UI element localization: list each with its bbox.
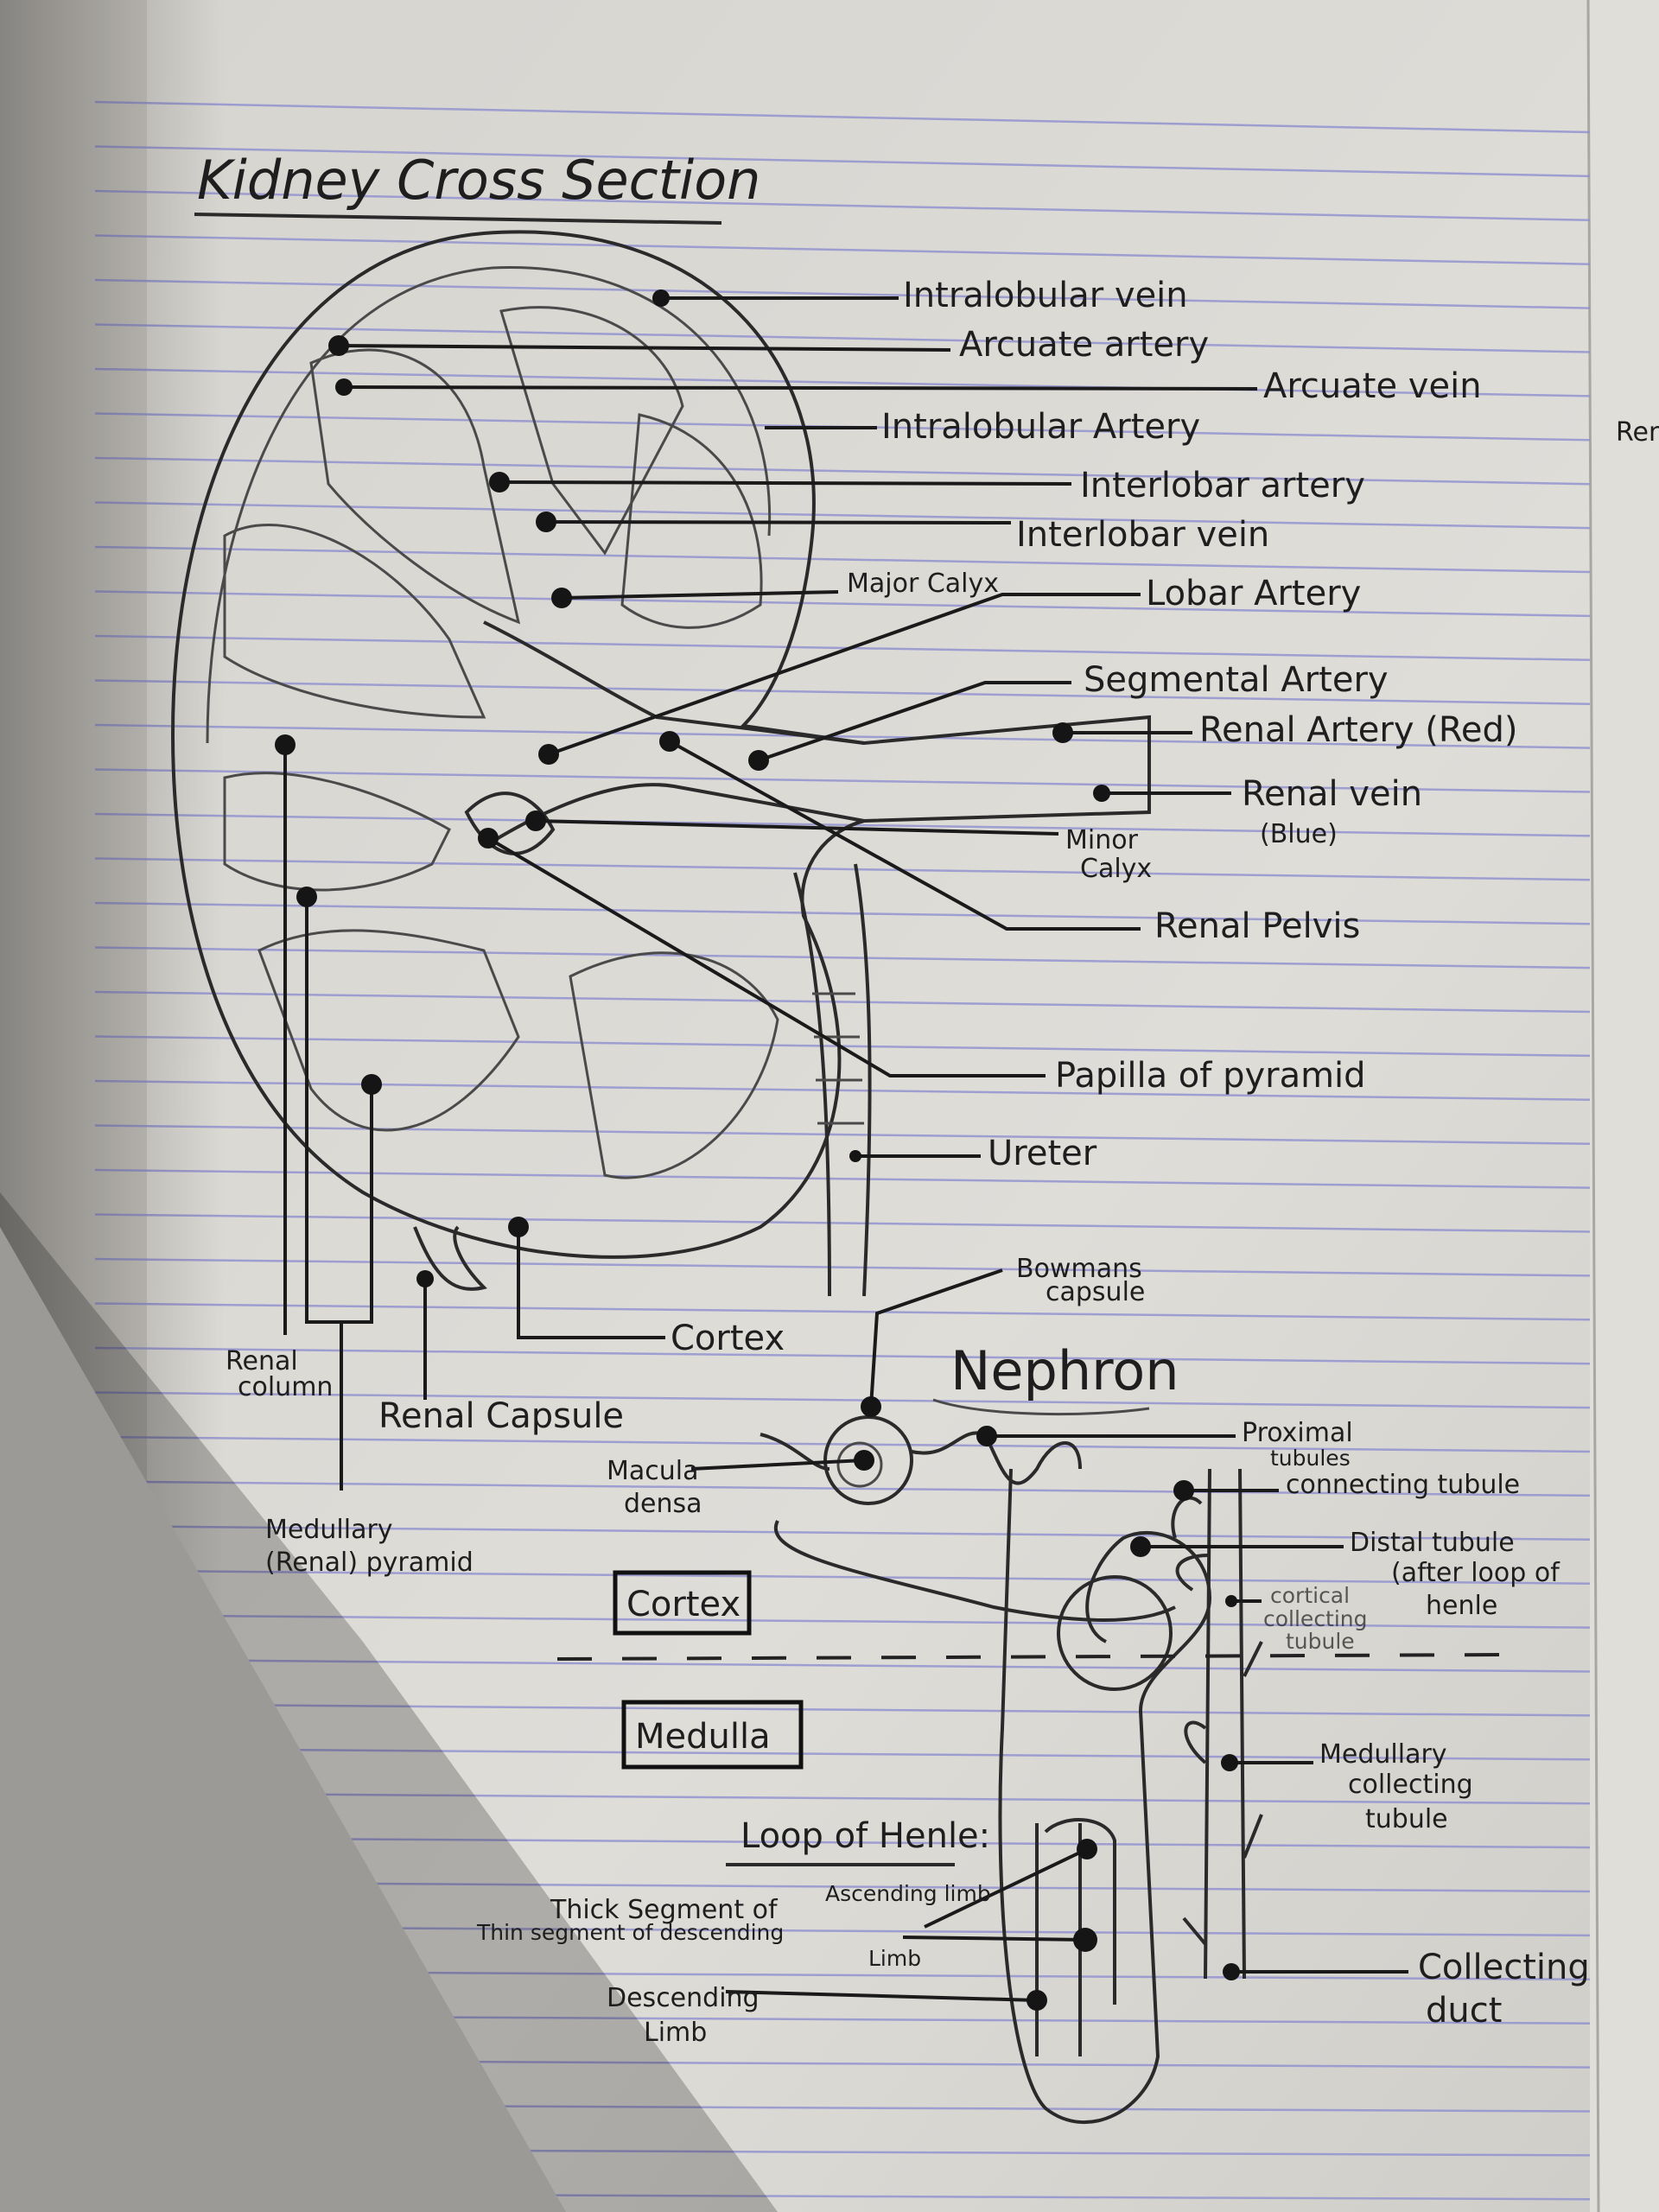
- label-bowmans-capsule: Bowmans: [1016, 1254, 1142, 1284]
- loop-of-henle-heading: Loop of Henle:: [741, 1816, 990, 1856]
- label-thin-segment: Thin segment of descending: [476, 1920, 784, 1945]
- kidney-labels: Intralobular vein Arcuate artery Arcuate…: [226, 276, 1517, 1578]
- next-page: [1590, 0, 1659, 2212]
- ruled-line: [94, 1346, 1591, 1365]
- label-renal-vein-color: (Blue): [1260, 819, 1338, 849]
- label-bowmans-capsule-2: capsule: [1046, 1277, 1145, 1307]
- nephron-title: Nephron: [950, 1339, 1179, 1402]
- ruled-line: [94, 1391, 1591, 1409]
- label-intralobular-artery: Intralobular Artery: [881, 407, 1200, 447]
- label-thick-segment-2: Ascending limb: [825, 1881, 991, 1906]
- page-title: Kidney Cross Section: [197, 149, 760, 212]
- ruled-line: [94, 990, 1591, 1014]
- label-proximal-tubules: Proximal: [1242, 1418, 1353, 1448]
- kidney-leaders: [275, 289, 1258, 1491]
- ruled-line: [94, 1480, 1591, 1497]
- ruled-line: [94, 857, 1591, 881]
- ruled-line: [94, 1613, 1591, 1629]
- ruled-line: [94, 946, 1591, 969]
- label-descending-limb: Descending: [607, 1983, 760, 2013]
- label-thin-segment-2: Limb: [868, 1946, 921, 1971]
- label-papilla: Papilla of pyramid: [1055, 1056, 1366, 1096]
- ruled-line: [94, 1658, 1591, 1673]
- label-distal-tubule: Distal tubule: [1350, 1528, 1515, 1558]
- ruled-line: [94, 1791, 1591, 1805]
- label-renal-column: Renal: [226, 1346, 298, 1376]
- label-renal-artery: Renal Artery (Red): [1199, 710, 1517, 750]
- label-renal-capsule: Renal Capsule: [378, 1396, 624, 1436]
- ruled-line: [94, 189, 1591, 222]
- ruled-line: [94, 1569, 1591, 1585]
- label-lobar-artery: Lobar Artery: [1146, 574, 1361, 613]
- ruled-line: [94, 1702, 1591, 1717]
- ruled-line: [94, 1747, 1591, 1761]
- label-medullary-collecting-tubule: Medullary: [1319, 1739, 1447, 1770]
- medulla-zone-label: Medulla: [635, 1717, 771, 1757]
- ruled-line: [94, 1079, 1591, 1102]
- label-medullary-collecting-tubule-3: tubule: [1365, 1804, 1448, 1834]
- ruled-line: [94, 901, 1591, 925]
- label-cortex: Cortex: [671, 1319, 785, 1358]
- ruled-line: [94, 679, 1591, 705]
- ruled-line: [94, 723, 1591, 749]
- label-distal-tubule-2: (after loop of: [1391, 1558, 1560, 1588]
- label-cortical-collecting-tubule-2: collecting: [1263, 1606, 1368, 1631]
- label-major-calyx: Major Calyx: [847, 569, 999, 599]
- label-ureter: Ureter: [988, 1134, 1097, 1173]
- label-renal-pelvis: Renal Pelvis: [1154, 906, 1360, 946]
- label-renal-vein: Renal vein: [1242, 774, 1422, 814]
- label-macula-densa-2: densa: [624, 1489, 702, 1519]
- cortex-zone-label: Cortex: [626, 1585, 741, 1624]
- ruled-line: [94, 323, 1591, 353]
- ruled-line: [94, 234, 1591, 265]
- ruled-line: [94, 1213, 1591, 1233]
- label-interlobar-vein: Interlobar vein: [1016, 515, 1269, 555]
- label-collecting-duct-2: duct: [1426, 1991, 1502, 2031]
- ruled-line: [94, 545, 1591, 574]
- label-segmental-artery: Segmental Artery: [1084, 660, 1389, 700]
- ruled-line: [94, 1524, 1591, 1541]
- label-cortical-collecting-tubule: cortical: [1270, 1583, 1350, 1608]
- label-minor-calyx: Minor: [1065, 825, 1139, 855]
- label-connecting-tubule: connecting tubule: [1286, 1470, 1520, 1500]
- label-macula-densa: Macula: [607, 1456, 699, 1486]
- label-renal-column-2: column: [238, 1372, 333, 1402]
- label-descending-limb-2: Limb: [644, 2018, 707, 2048]
- label-arcuate-artery: Arcuate artery: [959, 325, 1209, 365]
- folded-page: [0, 1227, 566, 2212]
- label-medullary-collecting-tubule-2: collecting: [1348, 1770, 1473, 1800]
- ruled-line: [94, 634, 1591, 662]
- label-medullary-pyramid-2: (Renal) pyramid: [265, 1548, 474, 1578]
- label-collecting-duct: Collecting: [1418, 1948, 1590, 1987]
- ruled-line: [94, 1124, 1591, 1145]
- ruled-line: [94, 100, 1591, 134]
- ruled-line: [94, 1302, 1591, 1321]
- label-thick-segment: Thick Segment of: [550, 1895, 779, 1925]
- ruled-line: [94, 812, 1591, 837]
- label-minor-calyx-2: Calyx: [1080, 854, 1152, 884]
- nephron-leaders: [690, 1268, 1408, 2011]
- ruled-line: [94, 768, 1591, 793]
- ruled-line: [94, 367, 1591, 397]
- label-intralobular-vein: Intralobular vein: [903, 276, 1188, 315]
- label-cortical-collecting-tubule-3: tubule: [1286, 1629, 1355, 1654]
- ruled-line: [94, 1168, 1591, 1189]
- label-interlobar-artery: Interlobar artery: [1080, 466, 1365, 505]
- ruled-line: [94, 501, 1591, 530]
- margin-note: Ren cap: [1616, 417, 1659, 448]
- ruled-line: [94, 590, 1591, 618]
- ruled-line: [94, 1257, 1591, 1277]
- ruled-line: [94, 1435, 1591, 1453]
- label-medullary-pyramid: Medullary: [265, 1515, 393, 1545]
- label-proximal-tubules-2: tubules: [1270, 1446, 1351, 1471]
- nephron-labels: Bowmans capsule Nephron Proximal tubules…: [476, 1254, 1590, 2048]
- label-arcuate-vein: Arcuate vein: [1263, 366, 1482, 406]
- nephron-drawing: [556, 1398, 1504, 2125]
- label-distal-tubule-3: henle: [1426, 1591, 1497, 1621]
- ruled-line: [94, 456, 1591, 486]
- ruled-line: [94, 145, 1591, 178]
